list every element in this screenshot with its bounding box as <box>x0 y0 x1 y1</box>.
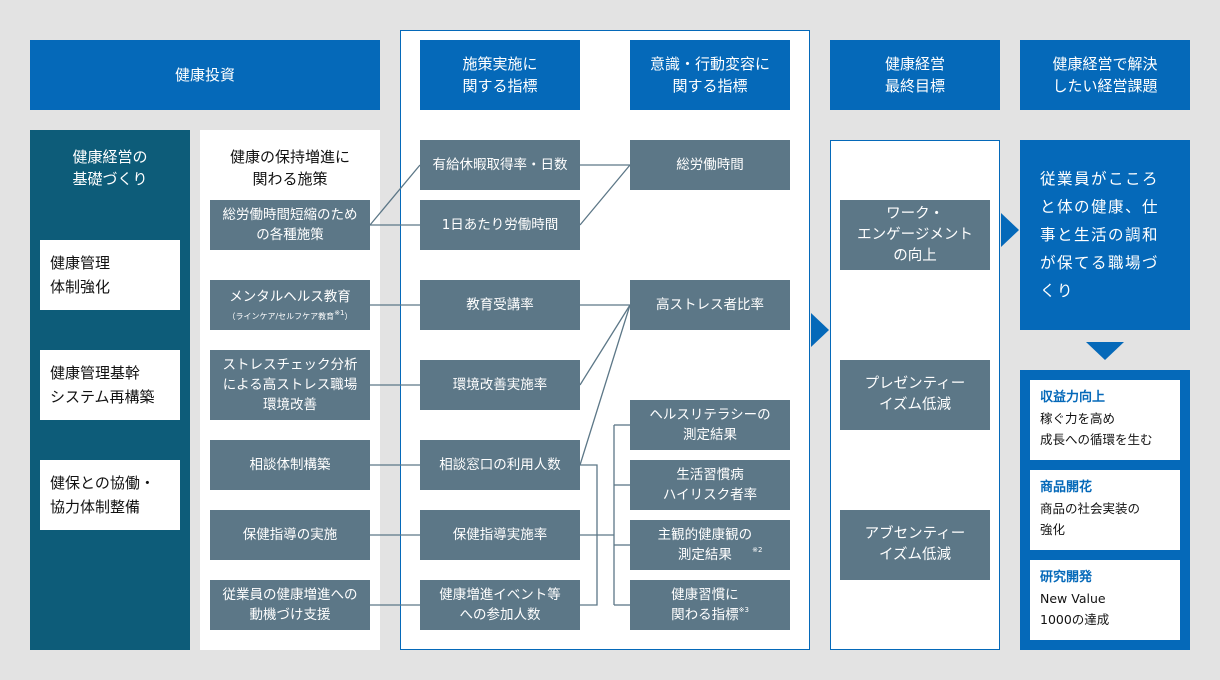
issue-box: 従業員がこころ と体の健康、仕 事と生活の調和 が保てる職場づ くり <box>1020 140 1190 330</box>
connector-line <box>579 304 631 386</box>
header-investment-label: 健康投資 <box>174 66 235 84</box>
policy-indicator-box: 保健指導実施率 <box>420 510 580 560</box>
connector-line <box>369 164 421 226</box>
header-investment: 健康投資 <box>30 40 380 110</box>
measure-label: メンタルヘルス教育 <box>229 289 351 305</box>
foundation-item: 健保との協働・ 協力体制整備 <box>40 460 180 530</box>
foundation-item: 健康管理基幹 システム再構築 <box>40 350 180 420</box>
business-goal-title: 収益力向上 <box>1040 390 1106 405</box>
measure-box: 保健指導の実施 <box>210 510 370 560</box>
final-goal-box: ワーク・ エンゲージメント の向上 <box>840 200 990 270</box>
business-goal-card: 商品開花 商品の社会実装の 強化 <box>1030 470 1180 550</box>
policy-indicator-box: 1日あたり労働時間 <box>420 200 580 250</box>
measure-box: 相談体制構築 <box>210 440 370 490</box>
policy-indicator-box: 有給休暇取得率・日数 <box>420 140 580 190</box>
final-goal-box: アブセンティー イズム低減 <box>840 510 990 580</box>
header-policy-indicators: 施策実施に 関する指標 <box>420 40 580 110</box>
footnote-mark: ※3 <box>738 606 749 614</box>
measures-title: 健康の保持増進に 関わる施策 <box>229 148 350 188</box>
measure-box: 従業員の健康増進への 動機づけ支援 <box>210 580 370 630</box>
header-final-goal: 健康経営 最終目標 <box>830 40 1000 110</box>
awareness-indicator-box: 生活習慣病 ハイリスク者率 <box>630 460 790 510</box>
foundation-item: 健康管理 体制強化 <box>40 240 180 310</box>
awareness-indicator-box: ヘルスリテラシーの 測定結果 <box>630 400 790 450</box>
header-awareness-indicators: 意識・行動変容に 関する指標 <box>630 40 790 110</box>
arrow-down-icon <box>1086 342 1124 360</box>
measure-box: ストレスチェック分析 による高ストレス職場 環境改善 <box>210 350 370 420</box>
measure-sub-text: （ラインケア/セルフケア教育 <box>227 312 335 321</box>
policy-indicator-box: 健康増進イベント等 への参加人数 <box>420 580 580 630</box>
business-goal-card: 研究開発 New Value 1000の達成 <box>1030 560 1180 640</box>
awareness-indicator-box: 主観的健康観の 測定結果※2 <box>630 520 790 570</box>
measure-box: 総労働時間短縮のため の各種施策 <box>210 200 370 250</box>
final-goal-box: プレゼンティー イズム低減 <box>840 360 990 430</box>
measure-sub-label: （ラインケア/セルフケア教育※1） <box>227 307 352 323</box>
arrow-right-icon <box>1001 213 1019 247</box>
business-goal-desc: New Value 1000の達成 <box>1040 591 1110 627</box>
business-goal-card: 収益力向上 稼ぐ力を高め 成長への循環を生む <box>1030 380 1180 460</box>
header-issues: 健康経営で解決 したい経営課題 <box>1020 40 1190 110</box>
policy-indicator-box: 相談窓口の利用人数 <box>420 440 580 490</box>
foundation-title: 健康経営の 基礎づくり <box>72 148 148 188</box>
awareness-label: 主観的健康観の 測定結果 <box>657 527 753 563</box>
awareness-indicator-box: 総労働時間 <box>630 140 790 190</box>
measure-box: メンタルヘルス教育 （ラインケア/セルフケア教育※1） <box>210 280 370 330</box>
business-goal-title: 研究開発 <box>1040 570 1093 585</box>
awareness-label: 健康習慣に 関わる指標 <box>671 587 739 623</box>
business-goal-title: 商品開花 <box>1040 480 1093 495</box>
awareness-indicator-box: 高ストレス者比率 <box>630 280 790 330</box>
connector-line <box>579 304 631 466</box>
business-goal-desc: 稼ぐ力を高め 成長への循環を生む <box>1040 411 1153 447</box>
footnote-mark: ※2 <box>752 546 763 554</box>
business-goal-desc: 商品の社会実装の 強化 <box>1040 501 1141 537</box>
footnote-mark: ※1 <box>334 309 345 317</box>
policy-indicator-box: 教育受講率 <box>420 280 580 330</box>
policy-indicator-box: 環境改善実施率 <box>420 360 580 410</box>
measure-sub-end: ） <box>344 312 353 321</box>
arrow-right-icon <box>811 313 829 347</box>
awareness-indicator-box: 健康習慣に 関わる指標※3 <box>630 580 790 630</box>
connector-line <box>579 164 631 226</box>
